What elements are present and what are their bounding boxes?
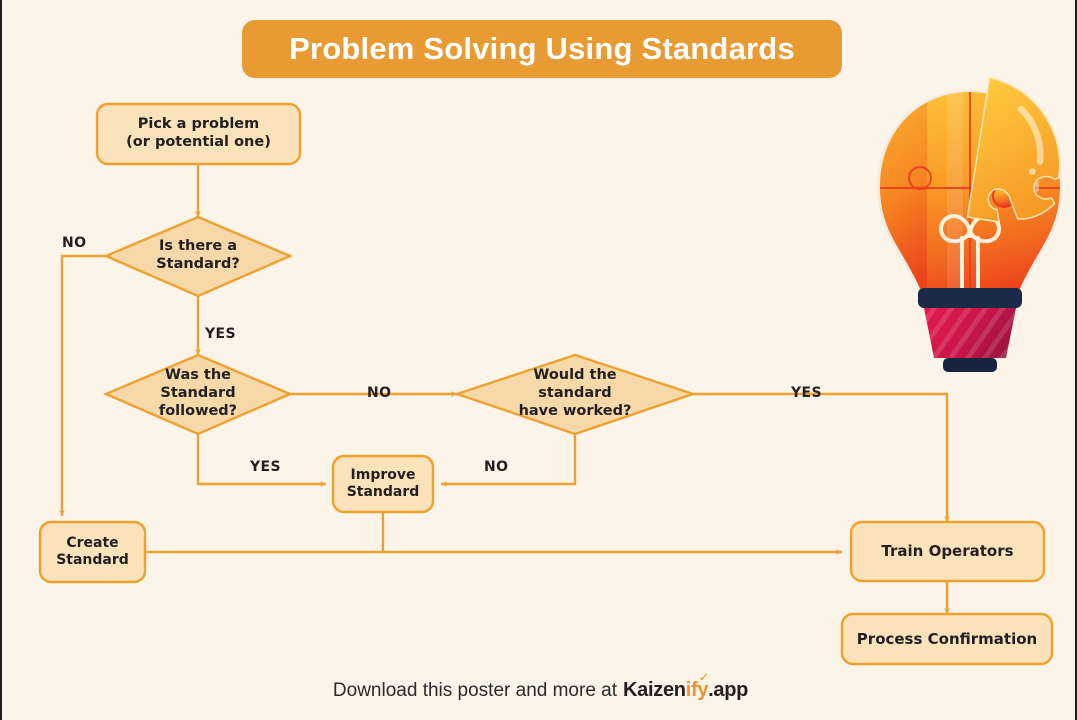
bulb-contact: [943, 358, 997, 372]
footer-text: Download this poster and more at: [332, 680, 618, 701]
edge-label-is-standard-yes: YES: [205, 326, 236, 342]
node-is-there-a-standard: [102, 215, 294, 298]
node-process-confirmation: [840, 612, 1054, 666]
edge-is-standard-no: [59, 254, 106, 517]
edge-would-work-no: [440, 434, 577, 487]
brand-part-app: .app: [708, 679, 749, 701]
kaizenify-logo[interactable]: Kaizenify✓.app: [623, 670, 749, 701]
node-would-the-standard-have-worked: [453, 353, 697, 436]
poster-title-banner: Problem Solving Using Standards: [242, 20, 842, 78]
edge-label-was-followed-no: NO: [367, 385, 392, 401]
node-pick-a-problem: [95, 102, 302, 166]
edge-label-is-standard-no: NO: [62, 235, 87, 251]
page-title: Problem Solving Using Standards: [289, 31, 795, 66]
bulb-collar: [918, 288, 1022, 308]
check-icon: ✓: [698, 670, 710, 684]
brand-part-kaizen: Kaizen: [623, 679, 686, 701]
edge-was-followed-yes: [196, 434, 327, 487]
node-create-standard: [38, 520, 147, 584]
edge-would-work-yes: [693, 392, 950, 523]
node-was-the-standard-followed: [102, 353, 294, 436]
lightbulb-puzzle-icon: [877, 76, 1063, 372]
detached-puzzle-piece: [966, 76, 1061, 223]
edge-label-would-work-yes: YES: [791, 385, 822, 401]
edge-label-would-work-no: NO: [484, 459, 509, 475]
node-improve-standard: [331, 454, 435, 514]
edge-label-was-followed-yes: YES: [250, 459, 281, 475]
node-train-operators: [849, 520, 1046, 583]
brand-part-ify: ify✓: [685, 670, 710, 701]
